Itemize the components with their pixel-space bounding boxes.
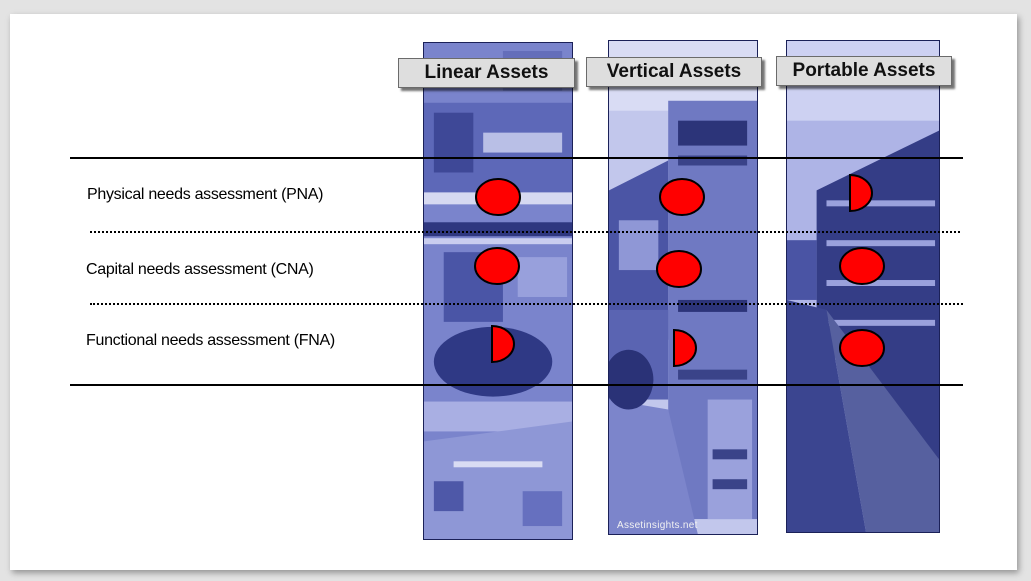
full-coverage-mark (659, 178, 705, 216)
row-separator-1 (90, 231, 960, 233)
portable-fna-marker (838, 329, 886, 367)
portable-assets-header: Portable Assets (776, 56, 952, 86)
half-coverage-mark (491, 324, 515, 364)
slide: Linear Assets Vertical Assets Portable A… (10, 14, 1017, 570)
half-coverage-mark (673, 328, 697, 368)
full-coverage-mark (474, 247, 520, 285)
aerial-campus-photo (424, 43, 572, 539)
portable-cna-marker (838, 247, 886, 285)
vertical-assets-header: Vertical Assets (586, 57, 762, 87)
row-label-pna: Physical needs assessment (PNA) (87, 186, 324, 203)
full-coverage-mark (656, 250, 702, 288)
top-divider (70, 157, 963, 159)
full-coverage-mark (839, 247, 885, 285)
portable-pna-marker (826, 173, 874, 213)
vertical-fna-marker (650, 328, 698, 368)
watermark-text: Assetinsights.net (617, 520, 698, 531)
bottom-divider (70, 384, 963, 386)
row-label-cna: Capital needs assessment (CNA) (86, 261, 314, 278)
linear-assets-header: Linear Assets (398, 58, 575, 88)
vertical-pna-marker (658, 178, 706, 216)
linear-pna-marker (474, 178, 522, 216)
linear-cna-marker (473, 247, 521, 285)
portable-assets-column (786, 40, 940, 533)
linear-assets-column (423, 42, 573, 540)
full-coverage-mark (475, 178, 521, 216)
vertical-cna-marker (655, 250, 703, 288)
half-coverage-mark (849, 173, 873, 213)
full-coverage-mark (839, 329, 885, 367)
library-shelves-photo (787, 41, 939, 532)
row-label-fna: Functional needs assessment (FNA) (86, 332, 335, 349)
row-separator-2 (90, 303, 963, 305)
linear-fna-marker (468, 324, 516, 364)
